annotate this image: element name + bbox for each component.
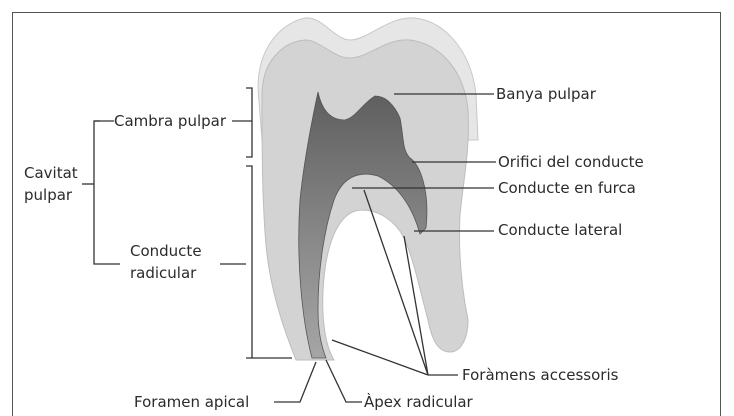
label-foramen-apical: Foramen apical [134,393,249,411]
label-banya-pulpar: Banya pulpar [496,85,596,103]
label-foramens-accessoris: Foràmens accessoris [462,366,618,384]
label-conducte-furca: Conducte en furca [498,179,636,197]
label-conducte-lateral: Conducte lateral [498,221,622,239]
label-apex-radicular: Àpex radicular [364,393,473,411]
label-cavitat-pulpar-line2: pulpar [24,186,72,204]
label-cambra-pulpar: Cambra pulpar [114,112,226,130]
dentin-body [262,40,468,360]
label-cavitat-pulpar-line1: Cavitat [24,164,78,182]
label-conducte-radicular-line1: Conducte [130,242,202,260]
label-conducte-radicular-line2: radicular [130,264,196,282]
label-orifici-conducte: Orifici del conducte [498,153,644,171]
